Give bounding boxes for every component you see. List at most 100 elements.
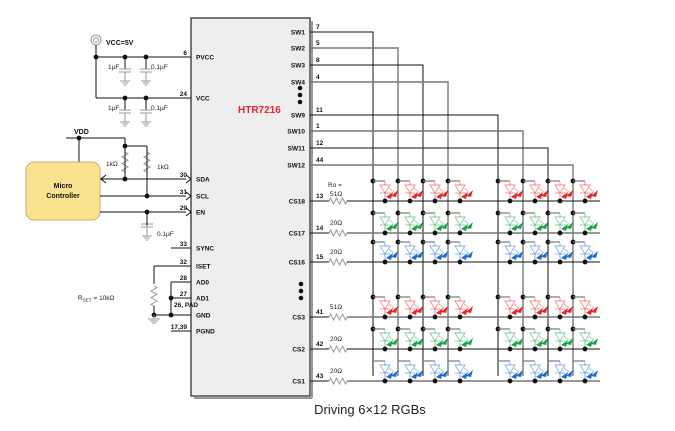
resistor-value: 20Ω — [330, 336, 342, 343]
resistor-value: 51Ω — [330, 191, 342, 198]
junction-dot — [407, 346, 413, 352]
led-icon — [404, 214, 423, 231]
led-icon — [429, 330, 448, 347]
junction-dot — [407, 198, 413, 204]
pullup-1-value: 1kΩ — [106, 161, 118, 168]
junction-dot — [432, 230, 438, 236]
junction-dot — [532, 346, 538, 352]
pullup-2-value: 1kΩ — [157, 164, 169, 171]
pin-name: PGND — [196, 329, 215, 336]
led-icon — [429, 243, 448, 260]
junction-dot — [143, 54, 149, 60]
cs-ellipsis-icon — [298, 281, 304, 301]
junction-dot — [582, 314, 588, 320]
junction-dot — [532, 198, 538, 204]
pin-number: 29 — [180, 205, 188, 212]
junction-dot — [382, 346, 388, 352]
pin-number: 27 — [180, 291, 188, 298]
led-icon — [454, 362, 473, 379]
sw-line — [310, 130, 524, 376]
pin-name: SW12 — [287, 163, 305, 170]
vdd-label: VDD — [74, 129, 89, 136]
cap-value: 0.1µF — [151, 105, 168, 112]
vcc-source-icon — [90, 34, 102, 46]
junction-dot — [557, 314, 563, 320]
led-icon — [579, 243, 598, 260]
led-icon — [579, 330, 598, 347]
led-icon — [504, 214, 523, 231]
chip-body — [190, 17, 311, 397]
pin-number: 26, PAD — [174, 302, 198, 309]
pin-number: 31 — [180, 189, 188, 196]
led-icon — [454, 214, 473, 231]
pin-number: 1 — [316, 123, 320, 130]
pin-name: SW3 — [291, 63, 305, 70]
pin-name: CS16 — [289, 260, 306, 267]
junction-dot — [457, 230, 463, 236]
pin-name: GND — [196, 313, 211, 320]
capacitor-icon — [119, 57, 131, 86]
led-icon — [379, 182, 398, 199]
led-icon — [504, 298, 523, 315]
pin-name: AD1 — [196, 296, 209, 303]
led-icon — [454, 243, 473, 260]
resistor-value: 20Ω — [330, 368, 342, 375]
pin-number: 30 — [180, 172, 188, 179]
capacitor-icon — [140, 57, 152, 86]
sw-line — [310, 64, 424, 376]
sw-line — [310, 81, 449, 376]
junction-dot — [382, 259, 388, 265]
resistor-icon — [328, 344, 348, 354]
pin-name: SW11 — [288, 146, 306, 153]
pin-number: 8 — [316, 57, 320, 64]
junction-dot — [457, 314, 463, 320]
led-icon — [404, 298, 423, 315]
led-icon — [404, 362, 423, 379]
junction-dot — [557, 230, 563, 236]
capacitor-icon — [140, 98, 152, 127]
junction-dot — [557, 378, 563, 384]
junction-dot — [457, 198, 463, 204]
led-icon — [579, 298, 598, 315]
junction-dot — [582, 378, 588, 384]
pin-name: SW10 — [287, 129, 305, 136]
pin-name: SCL — [196, 194, 209, 201]
input-arrow-icon — [185, 207, 192, 217]
pin-number: 43 — [316, 373, 324, 380]
junction-dot — [457, 378, 463, 384]
pin-number: 7 — [316, 24, 320, 31]
pin-number: 24 — [180, 91, 188, 98]
pin-name: CS18 — [289, 199, 306, 206]
led-icon — [529, 214, 548, 231]
junction-dot — [532, 378, 538, 384]
led-icon — [554, 362, 573, 379]
led-icon — [429, 182, 448, 199]
resistor-icon — [328, 228, 348, 238]
input-arrow-icon — [185, 174, 192, 184]
junction-dot — [507, 314, 513, 320]
sw-line — [310, 31, 374, 376]
junction-dot — [582, 259, 588, 265]
pin-name: EN — [196, 210, 205, 217]
junction-dot — [382, 230, 388, 236]
junction-dot — [382, 378, 388, 384]
cap-value: 1µF — [108, 64, 119, 71]
led-icon — [529, 182, 548, 199]
junction-dot — [432, 378, 438, 384]
pin-number: 12 — [316, 140, 324, 147]
capacitor-icon — [119, 98, 131, 127]
led-icon — [379, 298, 398, 315]
resistor-value: 20Ω — [330, 220, 342, 227]
led-icon — [554, 182, 573, 199]
junction-dot — [507, 230, 513, 236]
led-icon — [429, 362, 448, 379]
junction-dot — [432, 346, 438, 352]
pin-number: 14 — [316, 225, 324, 232]
pin-number: 42 — [316, 341, 324, 348]
pin-name: SDA — [196, 177, 210, 184]
vcc-label: VCC=5V — [106, 40, 134, 47]
led-icon — [579, 214, 598, 231]
resistor-value: 20Ω — [330, 249, 342, 256]
led-icon — [554, 298, 573, 315]
